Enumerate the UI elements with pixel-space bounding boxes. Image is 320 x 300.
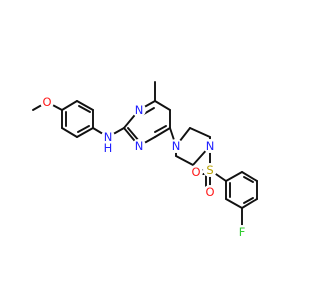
piperazine-n1-label: N	[172, 139, 181, 153]
fluorophenyl-ring	[225, 171, 258, 209]
piperazine-n4-label: N	[206, 139, 215, 153]
sulfonyl-oxygen-1-label: O	[191, 165, 200, 179]
sulfonyl-oxygen-2-label: O	[205, 185, 214, 199]
amine-hydrogen-label: H	[104, 141, 113, 155]
pyrimidine-n3-label: N	[135, 139, 144, 153]
pyrimidine-ring	[123, 100, 171, 147]
amine-nitrogen-label: N	[104, 130, 113, 144]
sulfur-label: S	[206, 163, 213, 177]
pyrimidine-n1-label: N	[135, 103, 144, 117]
molecule-canvas: O N H N N N N S O O F	[32, 81, 258, 239]
methoxyphenyl-ring	[61, 100, 94, 138]
fluorine-label: F	[239, 225, 246, 239]
methoxy-oxygen-label: O	[42, 95, 51, 109]
molecule-structure: O N H N N N N S O O F	[32, 81, 258, 239]
